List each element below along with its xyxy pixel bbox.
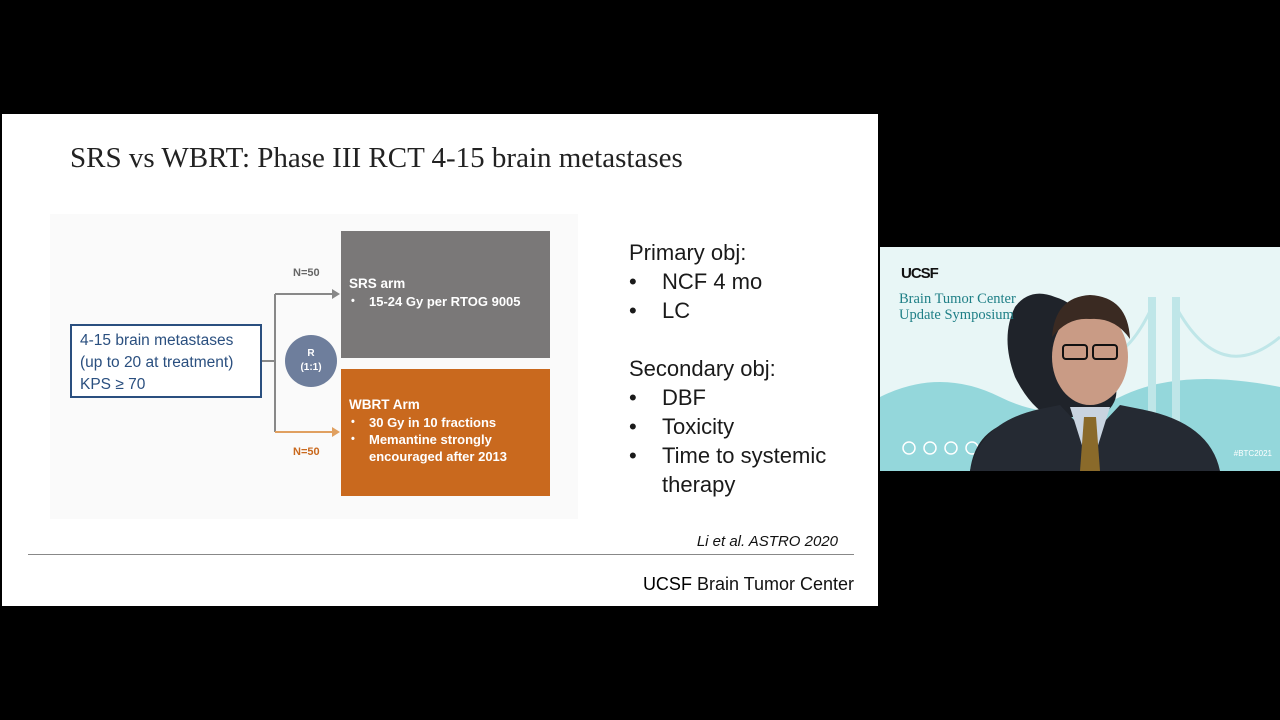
speaker-video-tile[interactable]: UCSF Brain Tumor Center Update Symposium… <box>880 247 1280 471</box>
wbrt-n-label: N=50 <box>293 446 320 458</box>
social-icon <box>902 441 916 455</box>
presentation-slide: SRS vs WBRT: Phase III RCT 4-15 brain me… <box>2 114 878 606</box>
wbrt-arm-bullet: Memantine strongly encouraged after 2013 <box>351 431 542 465</box>
citation: Li et al. ASTRO 2020 <box>696 533 838 550</box>
secondary-objective-item: Time to systemic therapy <box>629 441 852 499</box>
footer-branding: UCSF Brain Tumor Center <box>643 574 854 595</box>
symposium-title-line: Brain Tumor Center <box>899 291 1016 307</box>
wbrt-arm-title: WBRT Arm <box>349 397 420 412</box>
primary-objectives-heading: Primary obj: <box>629 240 747 265</box>
secondary-objective-item: DBF <box>629 383 852 412</box>
secondary-objectives-heading: Secondary obj: <box>629 356 776 381</box>
arrow-wbrt-icon <box>332 427 340 437</box>
footer-brand-bold: UCSF <box>642 574 692 594</box>
arrow-srs-icon <box>332 289 340 299</box>
wbrt-arm-box: WBRT Arm 30 Gy in 10 fractions Memantine… <box>341 369 550 496</box>
wbrt-arm-bullet: 30 Gy in 10 fractions <box>351 414 542 431</box>
speaker-hair <box>1052 295 1130 339</box>
srs-n-label: N=50 <box>293 267 320 279</box>
primary-objective-item: NCF 4 mo <box>629 267 852 296</box>
symposium-title-line: Update Symposium <box>899 307 1014 323</box>
secondary-objectives-list: DBF Toxicity Time to systemic therapy <box>629 383 852 499</box>
eligibility-line: KPS ≥ 70 <box>80 376 146 393</box>
eligibility-box: 4-15 brain metastases (up to 20 at treat… <box>70 324 262 398</box>
eligibility-line: 4-15 brain metastases <box>80 332 234 349</box>
primary-objective-item: LC <box>629 296 852 325</box>
secondary-objective-item: Toxicity <box>629 412 852 441</box>
primary-objectives-list: NCF 4 mo LC <box>629 267 852 325</box>
randomization-circle: R (1:1) <box>285 335 337 387</box>
randomization-ratio: (1:1) <box>300 362 322 373</box>
speaker-face <box>1052 309 1128 405</box>
randomization-label: R <box>307 348 315 359</box>
event-hashtag: #BTC2021 <box>1233 449 1272 458</box>
ucsf-logo: UCSF <box>901 265 939 282</box>
footer-brand-text: Brain Tumor Center <box>691 574 854 594</box>
trial-connectors <box>262 289 340 437</box>
social-icon <box>923 441 937 455</box>
srs-arm-bullet: 15-24 Gy per RTOG 9005 <box>351 293 542 310</box>
eligibility-line: (up to 20 at treatment) <box>80 354 234 371</box>
social-icon <box>944 441 958 455</box>
video-background <box>880 247 1280 471</box>
footer-divider <box>28 554 854 555</box>
speaker-tie <box>1080 417 1100 471</box>
srs-arm-title: SRS arm <box>349 276 406 291</box>
slide-title: SRS vs WBRT: Phase III RCT 4-15 brain me… <box>70 142 683 174</box>
objectives-panel: Primary obj: NCF 4 mo LC Secondary obj: … <box>629 238 852 499</box>
srs-arm-box: SRS arm 15-24 Gy per RTOG 9005 <box>341 231 550 358</box>
glasses-icon <box>1062 344 1088 360</box>
symposium-title: Brain Tumor Center Update Symposium <box>899 291 1016 323</box>
